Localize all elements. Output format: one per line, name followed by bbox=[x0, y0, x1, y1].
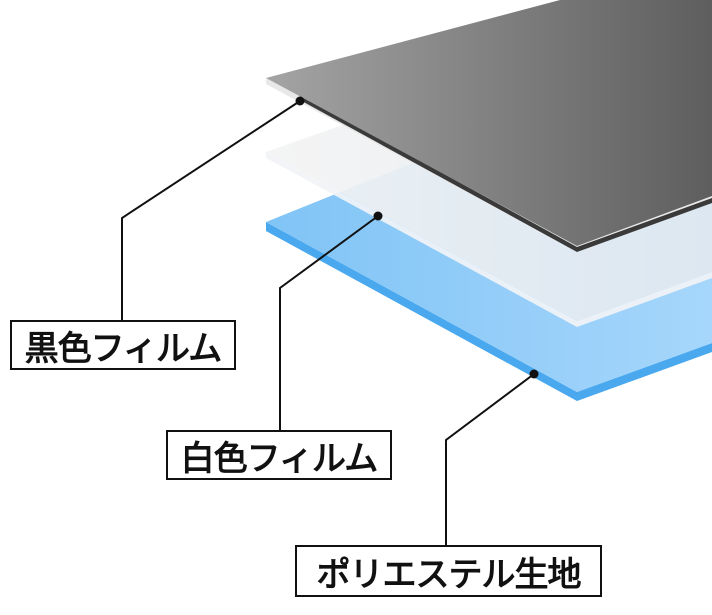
label-polyester-fabric: ポリエステル生地 bbox=[295, 545, 602, 597]
leader-line-white-film bbox=[279, 215, 379, 430]
marker-dot-polyester bbox=[529, 369, 539, 379]
label-black-film: 黒色フィルム bbox=[10, 320, 236, 370]
leader-line-polyester bbox=[445, 373, 535, 545]
leader-line-black-film bbox=[121, 100, 301, 320]
label-white-film: 白色フィルム bbox=[166, 430, 392, 480]
marker-dot-white-film bbox=[373, 211, 383, 221]
marker-dot-black-film bbox=[295, 96, 305, 106]
black-film-sheet bbox=[266, 0, 712, 252]
